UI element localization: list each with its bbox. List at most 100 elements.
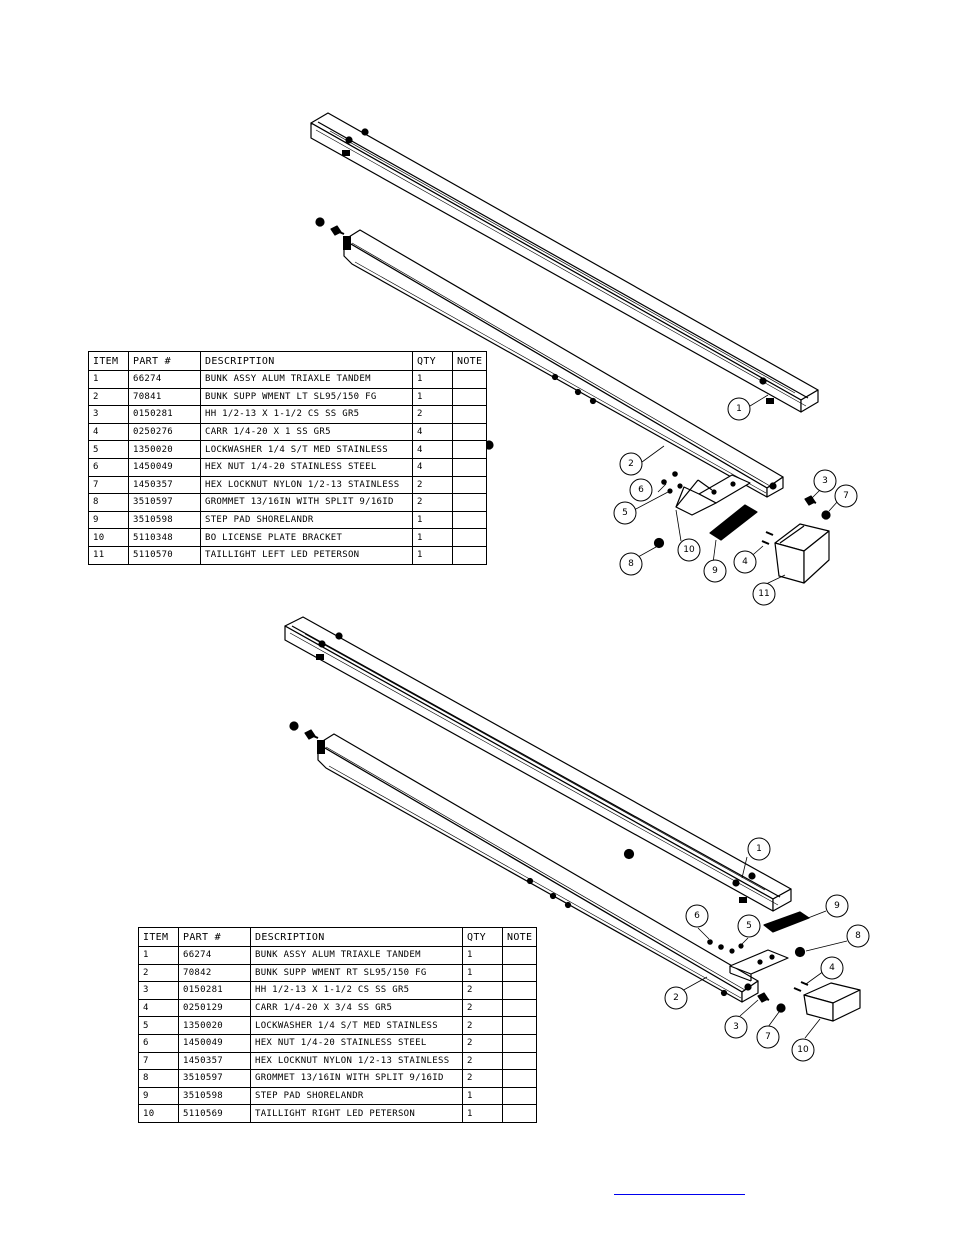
note-cell <box>501 1016 538 1035</box>
bunk-rivet <box>361 128 369 136</box>
note-cell <box>451 493 488 512</box>
bunk-rivet <box>345 136 353 144</box>
col-description: DESCRIPTION <box>250 927 463 947</box>
carriage-bolt-part <box>793 981 809 992</box>
locknut-part <box>776 1003 786 1013</box>
svg-text:9: 9 <box>834 901 840 911</box>
qty-cell: 1 <box>462 963 503 983</box>
part-number-cell: 0250129 <box>178 998 251 1018</box>
qty-cell: 2 <box>462 1069 503 1088</box>
description-cell: TAILLIGHT RIGHT LED PETERSON <box>250 1104 463 1123</box>
locknut-part <box>315 217 325 227</box>
col-qty: QTY <box>462 927 503 947</box>
note-cell <box>501 1051 538 1071</box>
qty-cell: 1 <box>462 1104 503 1123</box>
callout-2-left: 2 <box>619 452 643 476</box>
item-cell: 9 <box>138 1086 179 1106</box>
item-cell: 11 <box>88 545 129 565</box>
qty-cell: 2 <box>412 493 453 512</box>
qty-cell: 2 <box>462 1033 503 1053</box>
description-cell: BUNK SUPP WMENT LT SL95/150 FG <box>200 387 413 407</box>
support-hole <box>769 482 777 490</box>
svg-text:7: 7 <box>843 491 849 501</box>
callout-9-left: 9 <box>703 559 727 583</box>
qty-cell: 1 <box>412 370 453 389</box>
svg-text:6: 6 <box>638 485 644 495</box>
qty-cell: 2 <box>412 475 453 495</box>
bunk-rivet <box>732 879 740 887</box>
description-cell: TAILLIGHT LEFT LED PETERSON <box>200 545 413 565</box>
hyperlink[interactable] <box>614 1180 745 1195</box>
qty-cell: 4 <box>412 440 453 459</box>
description-cell: BO LICENSE PLATE BRACKET <box>200 528 413 547</box>
locknut-part <box>821 510 831 520</box>
item-cell: 5 <box>138 1016 179 1035</box>
item-cell: 1 <box>88 370 129 389</box>
support-hole <box>744 983 752 991</box>
description-cell: GROMMET 13/16IN WITH SPLIT 9/16ID <box>250 1069 463 1088</box>
item-cell: 3 <box>138 981 179 1000</box>
bolt-part <box>304 729 319 740</box>
col-part-number: PART # <box>128 351 201 371</box>
support-hole <box>549 892 557 900</box>
item-cell: 8 <box>88 493 129 512</box>
svg-text:9: 9 <box>712 566 718 576</box>
callout-6-right: 6 <box>685 904 709 928</box>
callout-2-right: 2 <box>664 986 688 1010</box>
item-cell: 9 <box>88 510 129 530</box>
bunk-foot <box>316 654 324 660</box>
description-cell: GROMMET 13/16IN WITH SPLIT 9/16ID <box>200 493 413 512</box>
item-cell: 1 <box>138 946 179 965</box>
taillight-left <box>774 523 830 584</box>
support-hole <box>551 373 559 381</box>
part-number-cell: 3510597 <box>178 1069 251 1088</box>
description-cell: HH 1/2-13 X 1-1/2 CS SS GR5 <box>200 405 413 424</box>
description-cell: LOCKWASHER 1/4 S/T MED STAINLESS <box>200 440 413 459</box>
lockwasher-part <box>677 483 683 489</box>
grommet-part <box>794 946 806 958</box>
item-cell: 4 <box>88 422 129 442</box>
callout-8-right: 8 <box>846 924 870 948</box>
callout-9-right: 9 <box>825 894 849 918</box>
locknut-part <box>289 721 299 731</box>
bunk-rivet <box>318 640 326 648</box>
support-hole <box>526 877 534 885</box>
qty-cell: 4 <box>412 457 453 477</box>
hex-nut-part <box>661 479 667 485</box>
callout-6-left: 6 <box>629 478 653 502</box>
part-number-cell: 5110569 <box>178 1104 251 1123</box>
item-cell: 7 <box>88 475 129 495</box>
part-number-cell: 70842 <box>178 963 251 983</box>
description-cell: BUNK SUPP WMENT RT SL95/150 FG <box>250 963 463 983</box>
description-cell: CARR 1/4-20 X 1 SS GR5 <box>200 422 413 442</box>
svg-text:4: 4 <box>829 963 835 973</box>
item-cell: 2 <box>88 387 129 407</box>
item-cell: 6 <box>138 1033 179 1053</box>
part-number-cell: 1450357 <box>128 475 201 495</box>
note-cell <box>451 510 488 530</box>
right-bunk-support <box>317 733 759 1003</box>
qty-cell: 2 <box>462 1016 503 1035</box>
step-pad <box>763 911 810 933</box>
svg-text:1: 1 <box>756 844 762 854</box>
description-cell: BUNK ASSY ALUM TRIAXLE TANDEM <box>250 946 463 965</box>
bunk-rivet <box>748 872 756 880</box>
qty-cell: 1 <box>412 510 453 530</box>
note-cell <box>451 370 488 389</box>
callout-5-left: 5 <box>613 501 637 525</box>
callout-11-left: 11 <box>752 582 776 606</box>
description-cell: HEX LOCKNUT NYLON 1/2-13 STAINLESS <box>250 1051 463 1071</box>
qty-cell: 2 <box>462 1051 503 1071</box>
qty-cell: 1 <box>462 946 503 965</box>
callout-4-right: 4 <box>820 956 844 980</box>
bolt-part <box>330 225 345 236</box>
